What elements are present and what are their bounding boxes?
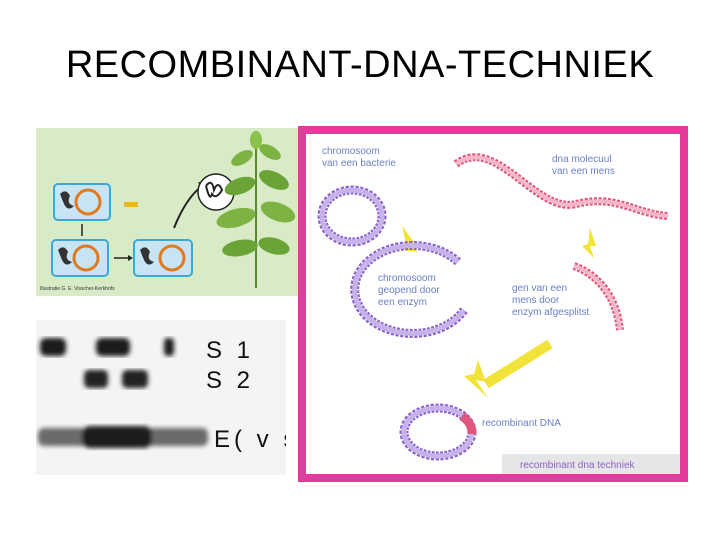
human-dna-strand [453,153,669,220]
recombinant-dna-diagram: chromosoom van een bacterie dna molecuul… [298,126,688,482]
slide-title: RECOMBINANT-DNA-TECHNIEK [65,44,655,86]
recombinant-dna-ring [399,403,477,461]
chromosome-scribble-icon [60,191,74,209]
label-opened-chromosome: chromosoom geopend door een enzym [378,273,443,308]
bacterial-chromosome-ring [317,185,387,247]
plasmid-icon [74,188,102,216]
illustration-credit: Illustratie G. E. Visscher-Kerkhofs [40,286,115,292]
label-gene-split: gen van een mens door enzym afgesplitst [512,283,589,318]
label-bacterial-chromosome: chromosoom van een bacterie [322,146,396,169]
bacterium-cell-icon [53,183,111,221]
gel-band-row-3 [38,426,208,448]
yellow-arrow-stroke [483,339,553,389]
split-gene-fragment [572,262,624,331]
gel-row-label-s1: S 1 [206,337,254,364]
caption-bar [502,454,680,474]
plant-cloning-illustration: Illustratie G. E. Visscher-Kerkhofs [36,128,298,296]
gel-electrophoresis-image: S 1 S 2 E( v s [36,320,286,475]
gel-row-label-e: E( v s [214,426,286,453]
gel-row-label-s2: S 2 [206,367,254,394]
plasmid-icon [72,244,100,272]
bacterium-cell-icon [51,239,109,277]
yellow-arrow-icon [464,360,488,398]
label-human-dna: dna molecuul van een mens [552,154,615,177]
gene-fragment-icon [124,202,138,207]
chromosome-scribble-icon [58,247,72,265]
gel-band-row-1 [40,338,174,356]
plasmid-icon [158,244,186,272]
diagram-caption: recombinant dna techniek [520,460,636,471]
label-recombinant-dna: recombinant DNA [482,418,561,429]
gel-band-row-2 [84,370,148,388]
opened-chromosome-ring [350,240,468,338]
plant-icon [216,131,296,288]
yellow-arrow-icon [582,228,596,258]
